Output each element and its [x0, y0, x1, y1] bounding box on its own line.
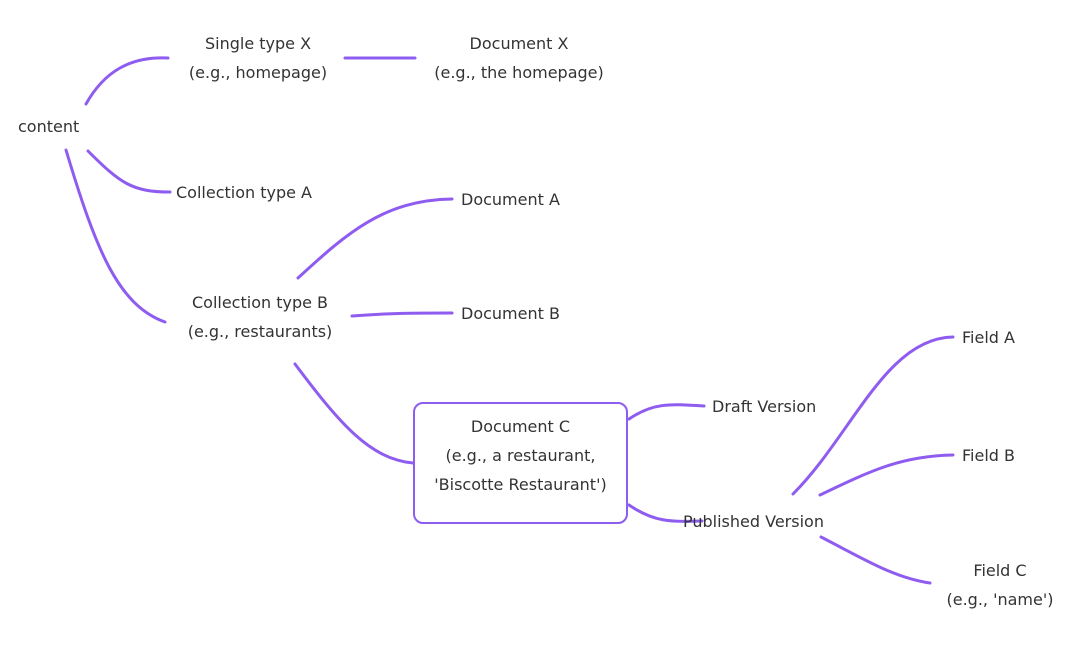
node-collection-type-a[interactable]: Collection type A: [176, 178, 312, 207]
node-document-b[interactable]: Document B: [461, 299, 560, 328]
node-field-c[interactable]: Field C (e.g., 'name'): [930, 556, 1070, 614]
node-field-c-line-0: Field C: [973, 561, 1027, 580]
node-field-b-line-0: Field B: [962, 446, 1015, 465]
edge-content-to-single-type-x: [84, 56, 170, 106]
edge-collection-type-b-to-document-b: [350, 311, 454, 318]
node-single-type-x[interactable]: Single type X (e.g., homepage): [172, 29, 344, 87]
edge-published-version-to-field-a: [791, 335, 955, 496]
node-single-type-x-line-0: Single type X: [204, 34, 312, 53]
node-collection-type-b[interactable]: Collection type B (e.g., restaurants): [172, 288, 348, 346]
node-content-line-0: content: [18, 117, 80, 136]
node-document-a[interactable]: Document A: [461, 185, 560, 214]
node-document-c[interactable]: Document C (e.g., a restaurant, 'Biscott…: [413, 402, 628, 524]
node-content[interactable]: content: [18, 112, 79, 141]
node-field-c-line-1: (e.g., 'name'): [946, 590, 1054, 609]
node-document-x-line-1: (e.g., the homepage): [434, 63, 604, 82]
node-draft-version-line-0: Draft Version: [712, 397, 817, 416]
node-document-c-line-2: 'Biscotte Restaurant'): [434, 475, 607, 494]
node-field-a[interactable]: Field A: [962, 323, 1015, 352]
node-document-a-line-0: Document A: [461, 190, 560, 209]
edge-published-version-to-field-b: [818, 453, 955, 497]
node-collection-type-b-line-0: Collection type B: [191, 293, 329, 312]
node-field-b[interactable]: Field B: [962, 441, 1015, 470]
edge-content-to-collection-type-a: [86, 149, 172, 194]
node-collection-type-a-line-0: Collection type A: [176, 183, 312, 202]
node-published-version-line-0: Published Version: [683, 512, 824, 531]
edge-collection-type-b-to-document-c: [293, 362, 415, 465]
edge-content-to-collection-type-b: [64, 148, 167, 324]
node-document-b-line-0: Document B: [461, 304, 560, 323]
node-draft-version[interactable]: Draft Version: [712, 392, 816, 421]
node-document-c-line-1: (e.g., a restaurant,: [445, 446, 596, 465]
edge-document-c-to-draft-version: [627, 403, 706, 421]
edge-collection-type-a-to-document-a: [296, 197, 454, 280]
edge-published-version-to-field-c: [819, 535, 932, 585]
node-document-x-line-0: Document X: [469, 34, 569, 53]
node-field-a-line-0: Field A: [962, 328, 1015, 347]
node-published-version[interactable]: Published Version: [683, 507, 824, 536]
node-document-x[interactable]: Document X (e.g., the homepage): [416, 29, 622, 87]
node-single-type-x-line-1: (e.g., homepage): [188, 63, 328, 82]
node-document-c-line-0: Document C: [470, 417, 571, 436]
node-collection-type-b-line-1: (e.g., restaurants): [187, 322, 333, 341]
